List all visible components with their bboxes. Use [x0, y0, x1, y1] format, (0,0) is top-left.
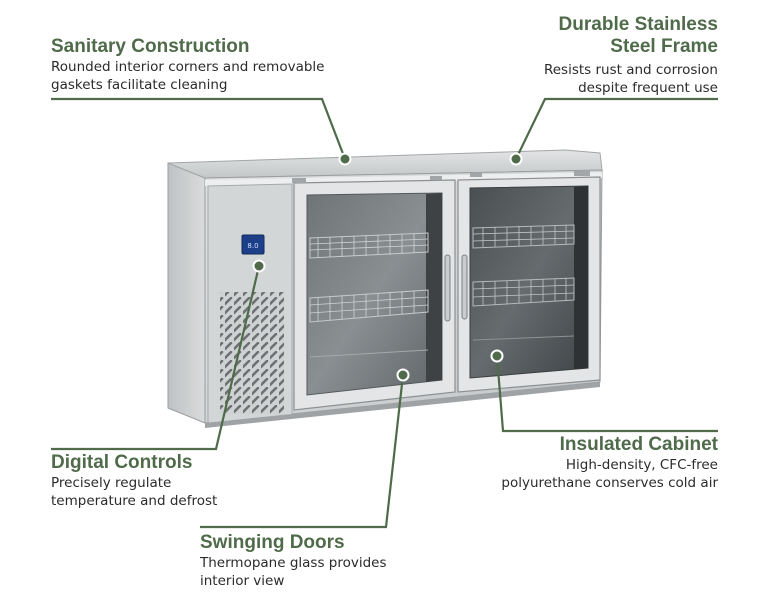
dot-insulated: [490, 349, 504, 363]
callout-desc-line1: Rounded interior corners and removable: [51, 59, 325, 75]
left-door-handle: [444, 254, 451, 322]
callout-desc-line1: Precisely regulate: [51, 475, 172, 491]
leader-sanitary: [51, 97, 347, 160]
callout-title-line1: Durable Stainless: [558, 14, 718, 35]
callout-desc-line2: despite frequent use: [578, 80, 718, 96]
leader-dots: [252, 152, 523, 382]
dot-stainless: [509, 152, 523, 166]
callout-title: Swinging Doors: [200, 532, 345, 553]
callout-swinging-doors: Swinging Doors Thermopane glass provides…: [200, 532, 460, 590]
callout-title: Digital Controls: [51, 452, 193, 473]
dot-digital: [252, 259, 266, 273]
dot-swinging: [396, 368, 410, 382]
callout-sanitary-construction: Sanitary Construction Rounded interior c…: [51, 36, 351, 94]
callout-desc-line1: Thermopane glass provides: [200, 555, 387, 571]
callout-digital-controls: Digital Controls Precisely regulate temp…: [51, 452, 311, 510]
dot-sanitary: [338, 152, 352, 166]
callout-stainless-frame: Durable Stainless Steel Frame Resists ru…: [458, 14, 718, 97]
display-label: 8.0: [247, 242, 258, 250]
callout-desc-line2: interior view: [200, 573, 285, 589]
callout-desc-line2: polyurethane conserves cold air: [501, 475, 718, 491]
right-door-handle: [461, 254, 468, 320]
callout-desc-line2: gaskets facilitate cleaning: [51, 77, 228, 93]
leader-stainless: [515, 97, 718, 160]
digital-display: [241, 234, 265, 255]
vent-grille: [220, 292, 284, 414]
cabinet-top: [167, 149, 603, 179]
callout-title: Insulated Cabinet: [559, 434, 718, 455]
leader-swinging: [200, 374, 405, 529]
callout-insulated-cabinet: Insulated Cabinet High-density, CFC-free…: [438, 434, 718, 492]
callout-desc-line1: High-density, CFC-free: [565, 457, 718, 473]
left-door: [293, 179, 456, 411]
right-door: [457, 176, 601, 393]
leader-digital: [51, 265, 261, 451]
leader-lines: [51, 97, 718, 529]
leader-insulated: [495, 355, 718, 433]
callout-desc-line2: temperature and defrost: [51, 493, 218, 509]
callout-desc-line1: Resists rust and corrosion: [543, 62, 718, 78]
callout-title: Sanitary Construction: [51, 36, 250, 57]
cabinet-side-panel: [167, 162, 206, 424]
callout-title-line2: Steel Frame: [610, 36, 718, 57]
